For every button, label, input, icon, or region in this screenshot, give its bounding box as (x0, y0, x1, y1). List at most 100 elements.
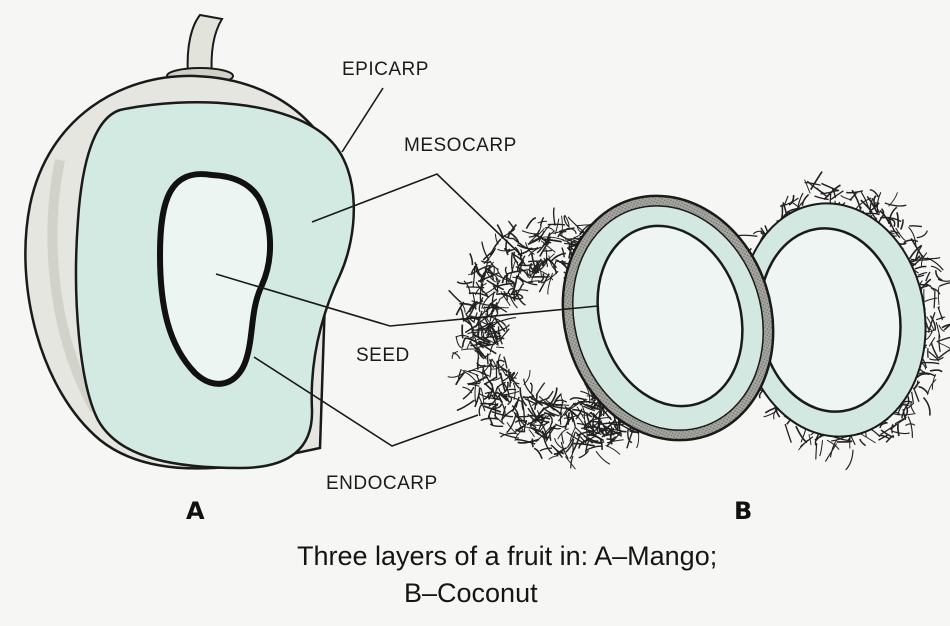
husk-fiber (885, 434, 894, 443)
husk-fiber (478, 395, 486, 412)
husk-fiber (819, 440, 824, 457)
husk-fiber (552, 259, 557, 268)
husk-fiber (481, 306, 486, 317)
husk-fiber (484, 322, 494, 334)
husk-fiber (938, 324, 945, 332)
husk-fiber (495, 391, 508, 402)
husk-fiber (537, 401, 558, 406)
husk-fiber (927, 312, 936, 333)
husk-fiber (464, 322, 481, 334)
husk-fiber (528, 260, 543, 279)
husk-fiber (896, 211, 899, 228)
husk-fiber (593, 403, 603, 410)
husk-fiber (933, 289, 936, 309)
husk-fiber (507, 287, 516, 294)
husk-fiber (496, 346, 505, 349)
husk-fiber (495, 361, 499, 379)
husk-fiber (894, 416, 907, 425)
husk-fiber (930, 265, 942, 273)
husk-fiber (494, 404, 497, 420)
husk-fiber (548, 255, 558, 273)
husk-fiber (476, 322, 492, 331)
husk-fiber (544, 408, 560, 417)
husk-fiber (515, 438, 536, 445)
husk-fiber (481, 260, 492, 264)
husk-fiber (911, 391, 915, 405)
husk-fiber (531, 397, 550, 407)
husk-fiber (557, 428, 569, 440)
husk-fiber (891, 423, 894, 434)
husk-fiber (498, 369, 508, 374)
husk-fiber (563, 215, 571, 229)
husk-fiber (554, 448, 565, 455)
husk-fiber (589, 411, 598, 420)
husk-fiber (480, 336, 499, 346)
husk-fiber (509, 259, 517, 280)
husk-fiber (474, 383, 477, 403)
husk-fiber (456, 399, 475, 412)
husk-fiber (845, 449, 854, 471)
husk-fiber (511, 253, 527, 267)
husk-fiber (504, 275, 515, 284)
husk-fiber (574, 426, 585, 437)
husk-fiber (572, 408, 593, 418)
husk-fiber (531, 258, 543, 273)
husk-fiber (487, 383, 494, 400)
label-epicarp: EPICARP (342, 59, 429, 80)
husk-fiber (563, 402, 576, 417)
husk-fiber (533, 422, 548, 426)
husk-fiber (539, 216, 545, 227)
husk-fiber (551, 406, 563, 416)
husk-fiber (552, 207, 556, 226)
husk-fiber (462, 386, 473, 394)
husk-fiber (831, 188, 837, 199)
husk-fiber (515, 260, 522, 274)
husk-fiber (533, 447, 543, 459)
husk-fiber (497, 353, 501, 376)
husk-fiber (597, 402, 612, 421)
husk-fiber (552, 231, 565, 234)
husk-fiber (567, 408, 579, 418)
husk-fiber (547, 258, 558, 269)
husk-fiber (476, 374, 487, 383)
husk-fiber (876, 192, 882, 214)
husk-fiber (481, 335, 491, 343)
husk-fiber (583, 434, 594, 444)
husk-fiber (483, 248, 496, 265)
husk-fiber (543, 249, 553, 252)
husk-fiber (505, 373, 517, 379)
husk-fiber (569, 443, 574, 459)
husk-fiber (543, 257, 548, 268)
husk-fiber (603, 425, 623, 437)
husk-fiber (572, 442, 595, 447)
husk-fiber (466, 380, 479, 385)
husk-fiber (558, 227, 575, 233)
husk-fiber (524, 398, 538, 406)
husk-fiber (486, 335, 505, 340)
husk-fiber (489, 315, 506, 326)
husk-fiber (495, 381, 506, 391)
husk-fiber (810, 171, 823, 191)
husk-fiber (591, 398, 602, 408)
husk-fiber (500, 409, 514, 421)
husk-fiber (938, 348, 950, 359)
husk-fiber (474, 387, 481, 408)
husk-fiber (489, 302, 498, 322)
husk-fiber (489, 325, 499, 340)
husk-fiber (522, 395, 533, 399)
husk-fiber (938, 305, 944, 319)
husk-fiber (595, 450, 611, 465)
husk-fiber (879, 422, 888, 429)
husk-fiber (486, 305, 498, 310)
husk-fiber (929, 315, 937, 331)
husk-fiber (900, 401, 910, 419)
husk-fiber (568, 399, 588, 412)
figure-label-a: A (186, 497, 205, 525)
husk-fiber (918, 372, 936, 377)
husk-fiber (477, 343, 495, 349)
husk-fiber (587, 409, 601, 427)
husk-fiber (929, 356, 944, 361)
husk-fiber (567, 216, 585, 233)
husk-fiber (937, 286, 940, 306)
husk-fiber (587, 430, 605, 442)
